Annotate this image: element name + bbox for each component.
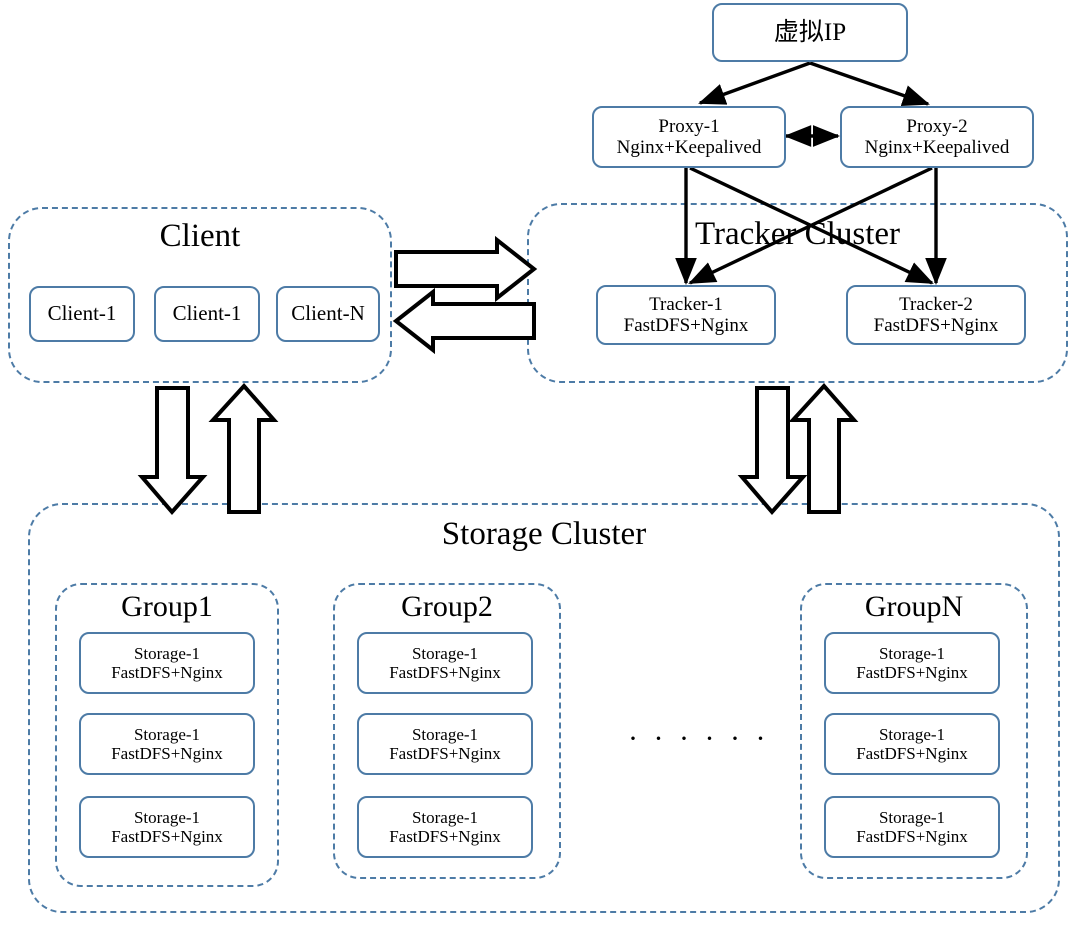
block-arrow-storage-to-tracker [788,383,859,514]
node-proxy-2-name: Proxy-2 [906,115,968,137]
node-client-2[interactable]: Client-1 [154,286,260,342]
node-tracker-1[interactable]: Tracker-1 FastDFS+Nginx [596,285,776,345]
node-groupn-storage-2-name: Storage-1 [878,724,946,744]
node-group2-storage-3-name: Storage-1 [411,807,479,827]
node-group2-storage-3-stack: FastDFS+Nginx [389,827,501,846]
group-1-container [55,583,279,887]
node-groupn-storage-1-stack: FastDFS+Nginx [856,663,968,682]
group-n-title: GroupN [864,590,964,623]
node-group1-storage-1-name: Storage-1 [133,643,201,663]
node-group1-storage-3-stack: FastDFS+Nginx [111,827,223,846]
group-2-container [333,583,561,879]
node-groupn-storage-3-name: Storage-1 [878,807,946,827]
node-tracker-1-name: Tracker-1 [649,293,723,315]
node-virtual-ip-label: 虚拟IP [773,18,847,46]
node-group2-storage-1-name: Storage-1 [411,643,479,663]
node-proxy-1-name: Proxy-1 [658,115,720,137]
node-group1-storage-1-stack: FastDFS+Nginx [111,663,223,682]
groups-ellipsis: · · · · · · [628,722,770,755]
node-group2-storage-2-stack: FastDFS+Nginx [389,744,501,763]
client-cluster-container [8,207,392,383]
block-arrow-client-to-storage [137,386,208,516]
node-client-n[interactable]: Client-N [276,286,380,342]
node-group1-storage-1[interactable]: Storage-1 FastDFS+Nginx [79,632,255,694]
node-groupn-storage-3-stack: FastDFS+Nginx [856,827,968,846]
connector-vip-to-proxy1 [698,61,811,105]
node-client-2-label: Client-1 [172,301,242,326]
node-group1-storage-2-stack: FastDFS+Nginx [111,744,223,763]
block-arrow-tracker-to-storage [737,386,808,516]
node-groupn-storage-1-name: Storage-1 [878,643,946,663]
connector-vip-to-proxy2 [809,61,930,107]
node-group2-storage-3[interactable]: Storage-1 FastDFS+Nginx [357,796,533,858]
group-1-title: Group1 [121,590,213,623]
node-tracker-2-stack: FastDFS+Nginx [873,315,999,336]
node-group2-storage-2[interactable]: Storage-1 FastDFS+Nginx [357,713,533,775]
node-group1-storage-2[interactable]: Storage-1 FastDFS+Nginx [79,713,255,775]
node-groupn-storage-2-stack: FastDFS+Nginx [856,744,968,763]
node-group1-storage-3-name: Storage-1 [133,807,201,827]
client-cluster-title: Client [159,218,241,254]
node-proxy-1[interactable]: Proxy-1 Nginx+Keepalived [592,106,786,168]
node-group1-storage-2-name: Storage-1 [133,724,201,744]
node-tracker-2-name: Tracker-2 [899,293,973,315]
node-client-1-label: Client-1 [47,301,117,326]
node-proxy-2[interactable]: Proxy-2 Nginx+Keepalived [840,106,1034,168]
block-arrow-tracker-to-client [392,287,536,355]
node-groupn-storage-3[interactable]: Storage-1 FastDFS+Nginx [824,796,1000,858]
node-group2-storage-2-name: Storage-1 [411,724,479,744]
tracker-cluster-title: Tracker Cluster [695,216,900,252]
group-2-title: Group2 [401,590,493,623]
node-proxy-1-stack: Nginx+Keepalived [616,137,762,158]
storage-cluster-title: Storage Cluster [441,516,647,552]
group-n-container [800,583,1028,879]
storage-cluster-container [28,503,1060,913]
node-tracker-1-stack: FastDFS+Nginx [623,315,749,336]
node-client-1[interactable]: Client-1 [29,286,135,342]
node-tracker-2[interactable]: Tracker-2 FastDFS+Nginx [846,285,1026,345]
node-groupn-storage-2[interactable]: Storage-1 FastDFS+Nginx [824,713,1000,775]
block-arrow-storage-to-client [208,383,279,514]
node-groupn-storage-1[interactable]: Storage-1 FastDFS+Nginx [824,632,1000,694]
node-proxy-2-stack: Nginx+Keepalived [864,137,1010,158]
node-virtual-ip[interactable]: 虚拟IP [712,3,908,62]
node-group2-storage-1[interactable]: Storage-1 FastDFS+Nginx [357,632,533,694]
node-client-n-label: Client-N [291,301,365,326]
node-group1-storage-3[interactable]: Storage-1 FastDFS+Nginx [79,796,255,858]
node-group2-storage-1-stack: FastDFS+Nginx [389,663,501,682]
block-arrow-client-to-tracker [394,235,538,303]
